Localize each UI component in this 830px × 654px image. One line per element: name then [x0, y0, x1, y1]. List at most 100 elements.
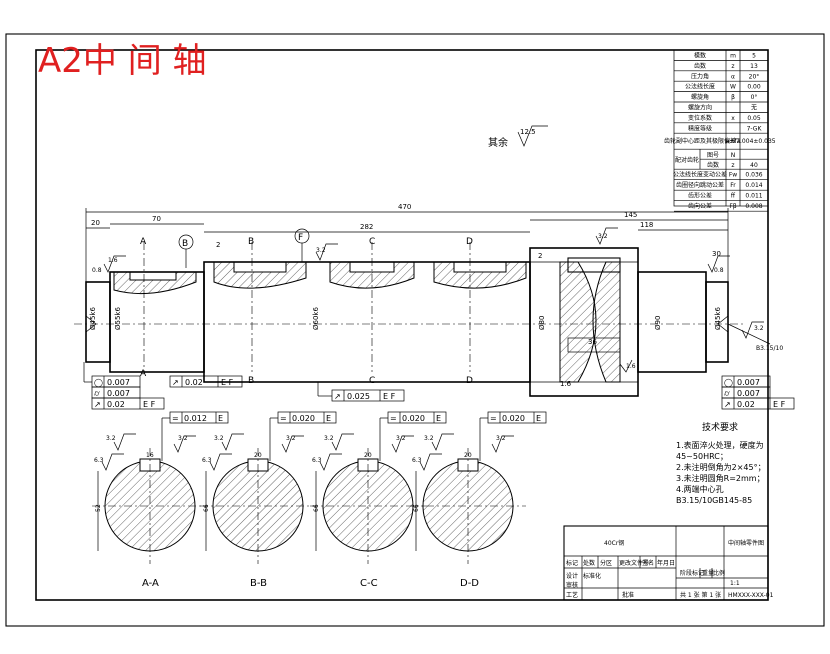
center-hole-spec: B3.15/10	[756, 345, 783, 352]
datum-b: B	[178, 234, 194, 268]
tech-req-line-1: 1.表面淬火处理，硬度为	[676, 440, 764, 450]
section-tol-val: 0.020	[402, 414, 425, 423]
tol-right-1-val: 0.007	[737, 389, 760, 398]
cut-label-c-bottom: C	[369, 376, 375, 386]
param-name: 压力角	[691, 72, 709, 80]
section-depth: 52	[95, 504, 102, 512]
svg-text:3.2: 3.2	[316, 247, 326, 254]
datum-f: F	[294, 228, 310, 262]
tb-mark-1: 标记	[566, 559, 578, 567]
tb-part-name: 中间轴零件图	[728, 539, 764, 547]
dim-chamfer: 1.6	[560, 380, 572, 388]
tol-runout-b-sym: ↗	[172, 378, 179, 387]
cut-label-d-bottom: D	[466, 376, 473, 386]
tech-req-line-4: 3.未注明圆角R=2mm；	[676, 473, 765, 483]
param-val: 13	[750, 63, 758, 70]
svg-text:0.8: 0.8	[714, 267, 724, 274]
param-sym: ff	[731, 193, 736, 200]
param-center-distance: 齿轮副中心距及其极限偏差	[664, 137, 736, 145]
diameter-labels: Ø45k6 Ø55k6 Ø60k6 Ø80 Ø90 Ø45k6 36 1.6 B…	[89, 307, 783, 388]
title-block: 40Cr钢 中间轴零件图 HMXXX-XXX-01 1:1 共 1 张 第 1 …	[563, 525, 774, 601]
tol-right-0-sym: ◯	[724, 378, 733, 387]
section-tol-ref: E	[536, 414, 541, 423]
tol-right-2-sym: ↗	[724, 400, 731, 409]
section-roughness-3: 6.3	[412, 457, 422, 464]
section-key-width: 20	[254, 452, 262, 459]
tb-stage: 阶段标记	[680, 569, 704, 577]
param-mating-gear: 配对齿轮	[675, 156, 699, 164]
param-name: 公法线长度	[685, 83, 715, 91]
param-name: 精度等级	[688, 124, 712, 132]
dim-20: 20	[91, 219, 100, 227]
section-key-width: 16	[146, 452, 154, 459]
dim-2b: 2	[538, 252, 542, 260]
section-roughness-2: 3.2	[178, 435, 188, 442]
tol-left-2	[91, 397, 165, 410]
svg-text:1.6: 1.6	[626, 363, 636, 370]
tb-scale: 1:1	[730, 580, 740, 587]
section-label: C-C	[360, 578, 378, 589]
dim-282: 282	[360, 223, 373, 231]
section-roughness-3: 6.3	[312, 457, 322, 464]
shaft-main-view	[74, 247, 744, 397]
section-label: A-A	[142, 578, 159, 589]
dia-mid: Ø60k6	[312, 307, 320, 330]
tb-scale-label: 比例	[713, 569, 725, 577]
tol-right-2	[721, 397, 795, 410]
section-key-width: 20	[464, 452, 472, 459]
tb-mark-5: 签名	[642, 559, 654, 567]
cut-label-a-top: A	[140, 237, 147, 247]
outer-frame	[5, 33, 825, 627]
tb-mark-2: 处数	[583, 559, 595, 567]
param-val: 5	[752, 53, 756, 60]
param-sym: Fw	[729, 172, 737, 179]
tol-left-0-sym: ◯	[94, 378, 103, 387]
param-mating-sub2-val: 40	[750, 162, 758, 169]
tb-drawing-no: HMXXX-XXX-01	[728, 592, 774, 599]
roughness-marks-main: 0.8 1.6 3.2 3.2 0.8 3.2 1.6	[92, 227, 764, 373]
dim-70: 70	[152, 215, 161, 223]
tb-material: 40Cr钢	[604, 539, 624, 547]
section-roughness-2: 3.2	[396, 435, 406, 442]
roughness-other: 其余 12.5	[488, 125, 548, 149]
param-sym: x	[731, 115, 735, 122]
dia-b: Ø55k6	[114, 307, 122, 330]
param-mating-sub1-sym: N	[731, 152, 736, 159]
svg-text:3.2: 3.2	[598, 233, 608, 240]
param-val: 0.008	[745, 203, 762, 210]
section-tol-sym: =	[390, 414, 397, 423]
tb-std: 标准化	[583, 572, 601, 580]
section-tol-sym: =	[172, 414, 179, 423]
section-depth: 66	[413, 504, 420, 512]
section-tol-val: 0.020	[502, 414, 525, 423]
param-val: 0°	[751, 94, 758, 101]
param-name: 螺旋角	[691, 93, 709, 101]
cut-label-d-top: D	[466, 237, 473, 247]
dia-tip: Ø80	[538, 316, 546, 330]
section-tol-sym: =	[280, 414, 287, 423]
tech-req-line-3: 2.未注明倒角为2×45°；	[676, 462, 766, 472]
tech-req-heading: 技术要求	[702, 421, 738, 433]
tol-runout-c	[331, 389, 405, 402]
drawing-title: A2中 间 轴	[38, 41, 207, 81]
svg-text:F: F	[298, 233, 303, 243]
dia-root: Ø90	[654, 316, 662, 330]
param-sym: β	[731, 94, 735, 101]
dim-overall: 470	[398, 203, 411, 211]
tol-runout-b-ref: E F	[221, 378, 234, 387]
tb-sheet: 共 1 张 第 1 张	[680, 591, 721, 599]
section-roughness-2: 3.2	[496, 435, 506, 442]
param-name: 齿向公差	[688, 202, 712, 210]
cut-label-a-bottom: A	[140, 369, 147, 379]
dim-36: 36	[588, 338, 597, 346]
section-depth: 66	[313, 504, 320, 512]
dim-30: 30	[712, 250, 721, 258]
dim-2a: 2	[216, 241, 220, 249]
param-name: 齿数	[694, 62, 706, 70]
section-depth: 66	[203, 504, 210, 512]
param-val: 20°	[749, 73, 760, 80]
